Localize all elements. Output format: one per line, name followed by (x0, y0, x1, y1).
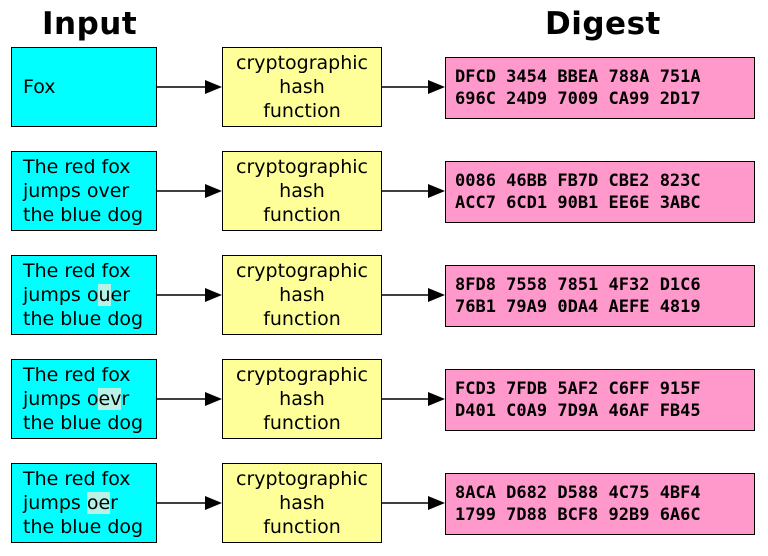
hash-function-label: hash (279, 180, 325, 202)
input-text-line: the blue dog (23, 411, 156, 435)
input-text-segment: jumps (23, 492, 87, 514)
flow-arrow (382, 392, 445, 406)
input-text-line: jumps oer (23, 491, 156, 515)
input-text-segment: r (121, 388, 130, 410)
flow-arrow (382, 184, 445, 198)
flow-arrow (157, 496, 222, 510)
input-text-line: The red fox (23, 467, 156, 491)
hash-function-label: hash (279, 492, 325, 514)
input-text-segment: jumps over (23, 180, 130, 202)
hash-function-label: function (263, 204, 341, 226)
digest-hex-line: DFCD 3454 BBEA 788A 751A (455, 67, 701, 87)
hash-function-label: function (263, 308, 341, 330)
digest-column-header: Digest (545, 6, 661, 42)
arrowhead-icon (428, 184, 445, 198)
digest-hex-line: 1799 7D88 BCF8 92B9 6A6C (455, 505, 701, 525)
changed-text-highlight: u (98, 284, 111, 306)
input-text-segment: the blue dog (23, 308, 144, 330)
input-text-line: The red fox (23, 155, 156, 179)
input-text-segment: The red fox (23, 156, 131, 178)
input-text-segment: the blue dog (23, 412, 144, 434)
flow-arrow (382, 288, 445, 302)
input-text-line: the blue dog (23, 515, 156, 539)
input-text-segment: jumps o (23, 284, 99, 306)
arrowhead-icon (428, 496, 445, 510)
hash-function-label: hash (279, 388, 325, 410)
hash-function-label: function (263, 516, 341, 538)
digest-hex-line: 8ACA D682 D588 4C75 4BF4 (455, 483, 701, 503)
input-text-segment: r (110, 492, 118, 514)
input-text-segment: jumps o (23, 388, 99, 410)
flow-arrow (157, 184, 222, 198)
hash-function-label: cryptographic (236, 468, 368, 490)
input-text-line: the blue dog (23, 307, 156, 331)
digest-hex-line: 76B1 79A9 0DA4 AEFE 4819 (455, 297, 701, 317)
digest-hex-line: 0086 46BB FB7D CBE2 823C (455, 171, 701, 191)
input-text-line: jumps over (23, 179, 156, 203)
arrowhead-icon (428, 288, 445, 302)
input-column-header: Input (42, 6, 138, 42)
arrowhead-icon (205, 496, 222, 510)
input-text-segment: The red fox (23, 364, 131, 386)
arrowhead-icon (205, 184, 222, 198)
hash-function-label: cryptographic (236, 156, 368, 178)
digest-hex-line: 696C 24D9 7009 CA99 2D17 (455, 89, 701, 109)
input-text-segment: The red fox (23, 468, 131, 490)
digest-hex-line: FCD3 7FDB 5AF2 C6FF 915F (455, 379, 701, 399)
input-text-line: the blue dog (23, 203, 156, 227)
input-text-line: jumps oevr (23, 387, 156, 411)
flow-arrow (157, 288, 222, 302)
flow-arrow (382, 496, 445, 510)
hash-function-label: cryptographic (236, 52, 368, 74)
arrowhead-icon (205, 80, 222, 94)
input-box: Fox (11, 47, 157, 127)
arrowhead-icon (205, 288, 222, 302)
changed-text-highlight: ev (98, 388, 122, 410)
input-text-segment: The red fox (23, 260, 131, 282)
input-text-line: Fox (23, 75, 156, 99)
hash-function-label: cryptographic (236, 364, 368, 386)
arrowhead-icon (428, 80, 445, 94)
hash-function-label: cryptographic (236, 260, 368, 282)
flow-arrow (382, 80, 445, 94)
flow-arrow (157, 392, 222, 406)
hash-function-label: hash (279, 284, 325, 306)
input-text-segment: er (110, 284, 131, 306)
arrowhead-icon (205, 392, 222, 406)
input-text-line: The red fox (23, 259, 156, 283)
hash-function-label: hash (279, 76, 325, 98)
input-text-line: The red fox (23, 363, 156, 387)
digest-hex-line: D401 C0A9 7D9A 46AF FB45 (455, 401, 701, 421)
arrowhead-icon (428, 392, 445, 406)
flow-arrow (157, 80, 222, 94)
input-text-segment: the blue dog (23, 204, 144, 226)
input-text-segment: the blue dog (23, 516, 144, 538)
input-text-line: jumps ouer (23, 283, 156, 307)
digest-hex-line: 8FD8 7558 7851 4F32 D1C6 (455, 275, 701, 295)
hash-function-label: function (263, 412, 341, 434)
digest-hex-line: ACC7 6CD1 90B1 EE6E 3ABC (455, 193, 701, 213)
input-text-segment: Fox (23, 76, 56, 98)
changed-text-highlight: oe (86, 492, 111, 514)
hash-function-label: function (263, 100, 341, 122)
